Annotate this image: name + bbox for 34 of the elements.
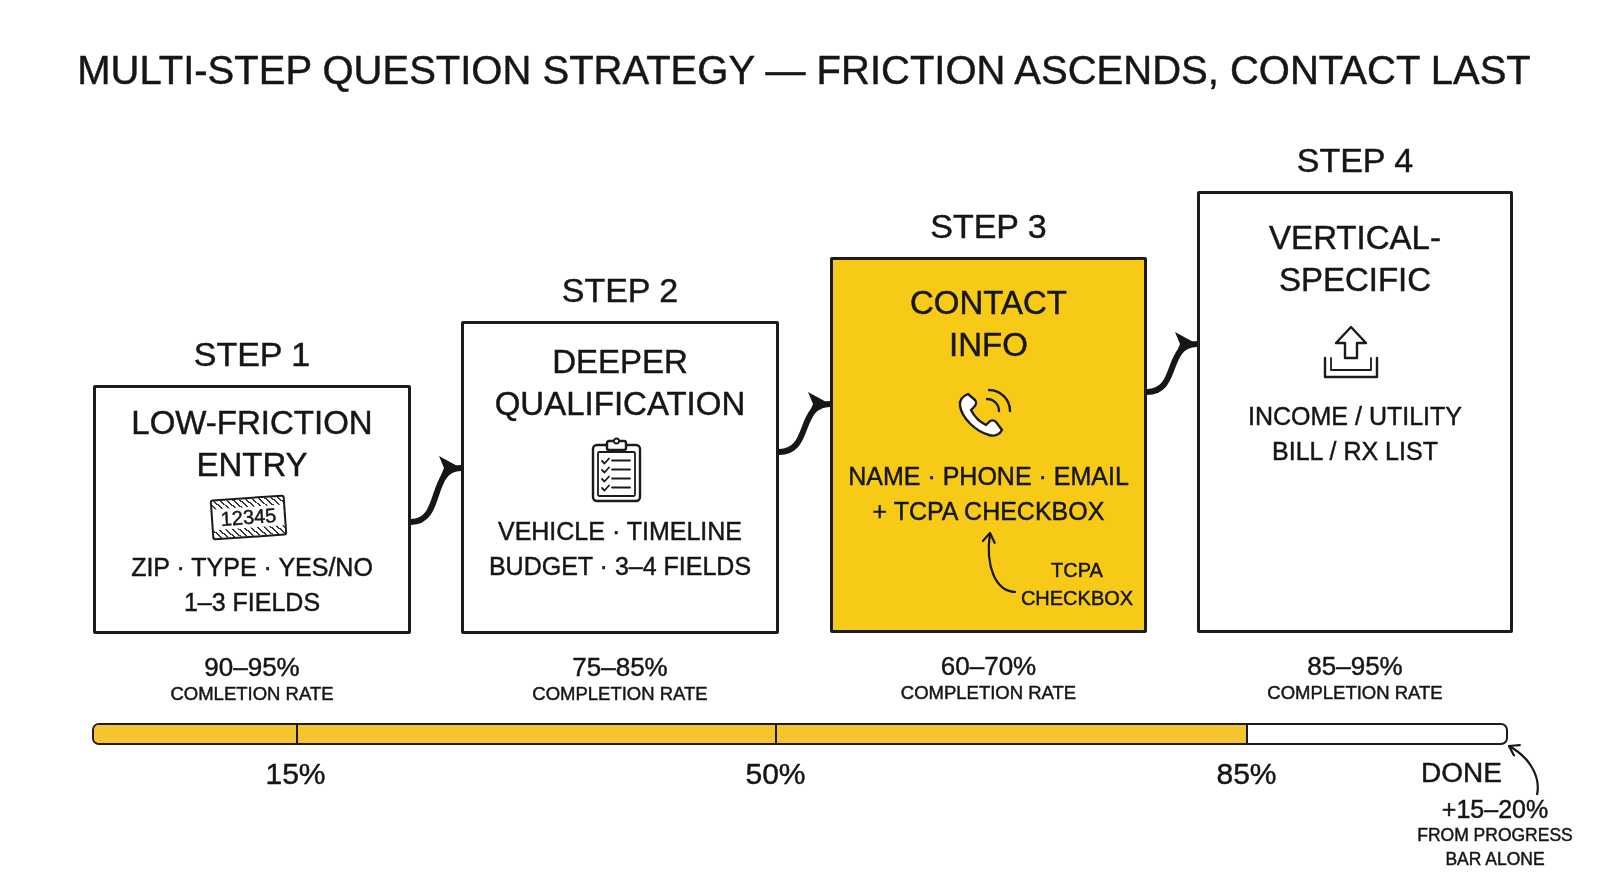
completion-percent: 75–85% <box>572 652 668 682</box>
curved-arrow <box>410 459 462 525</box>
diagram-title: MULTI-STEP QUESTION STRATEGY — FRICTION ASCENDS, CONTACT LAST <box>77 47 1531 94</box>
leader-arrow <box>1507 744 1539 796</box>
step-heading: STEP 4 <box>1296 140 1414 180</box>
completion-percent: 60–70% <box>940 651 1037 681</box>
field-list: NAME · PHONE · EMAIL + TCPA CHECKBOX <box>841 459 1136 529</box>
step-heading: STEP 2 <box>561 270 679 310</box>
progress-tick-label: 15% <box>265 756 326 791</box>
step-heading: STEP 3 <box>930 206 1047 246</box>
progress-note-text: FROM PROGRESS BAR ALONE <box>1416 824 1574 871</box>
completion-rate-label: COMPLETION RATE <box>1267 682 1443 704</box>
progress-tick-label: 50% <box>745 756 806 791</box>
completion-rate-label: COMPLETION RATE <box>900 682 1077 704</box>
progress-end-label: DONE <box>1421 756 1502 789</box>
progress-note-value: +15–20% <box>1441 795 1549 823</box>
field-list: ZIP · TYPE · YES/NO 1–3 FIELDS <box>121 550 383 620</box>
completion-percent: 90–95% <box>204 652 300 682</box>
leader-arrow <box>981 531 1017 594</box>
completion-percent: 85–95% <box>1307 651 1403 681</box>
completion-rate-label: COMLETION RATE <box>170 683 334 705</box>
step-title: VERTICAL- SPECIFIC <box>1268 218 1442 300</box>
field-list: INCOME / UTILITY BILL / RX LIST <box>1232 399 1478 469</box>
curved-arrow <box>778 394 831 455</box>
completion-rate-label: COMPLETION RATE <box>532 683 708 705</box>
step-title: CONTACT INFO <box>908 283 1068 365</box>
annotation-text: TCPA CHECKBOX <box>1016 556 1138 612</box>
step-heading: STEP 1 <box>193 334 311 374</box>
step-title: DEEPER QUALIFICATION <box>493 342 747 424</box>
step-title: LOW-FRICTION ENTRY <box>130 403 374 485</box>
field-list: VEHICLE · TIMELINE BUDGET · 3–4 FIELDS <box>480 514 760 584</box>
zip-code-field: 12345 <box>209 494 288 541</box>
progress-tick-label: 85% <box>1216 756 1277 791</box>
curved-arrow <box>1146 334 1198 395</box>
